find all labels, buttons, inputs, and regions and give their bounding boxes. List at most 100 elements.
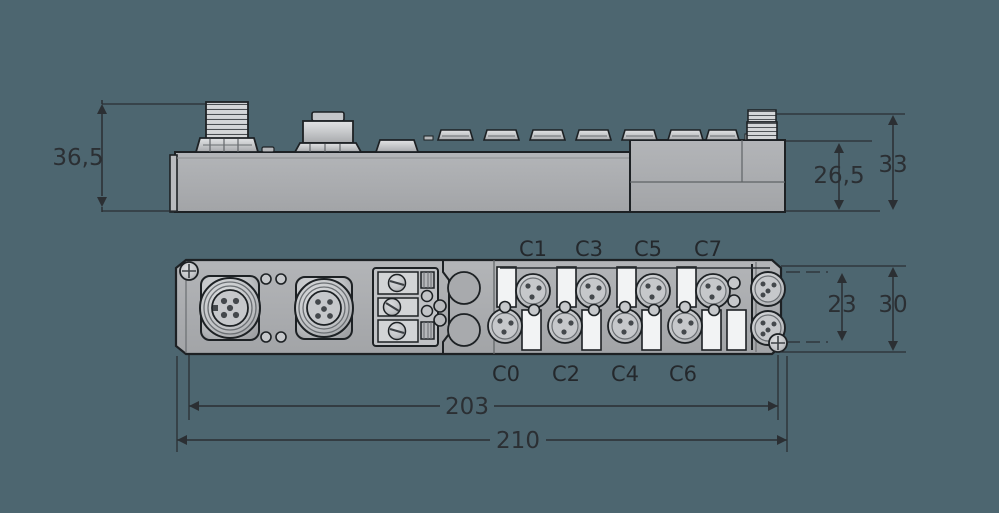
terminal-screw-slot-2	[385, 302, 400, 312]
dim-label-33: 33	[878, 152, 907, 178]
status-led-top	[727, 276, 741, 290]
io-led	[527, 303, 541, 317]
connector-label-c7: C7	[694, 237, 722, 261]
connector-label-c2: C2	[552, 362, 580, 386]
m8-pin	[589, 294, 595, 300]
dim-length-mounting	[188, 355, 779, 420]
m8-pin	[508, 320, 514, 326]
dim-height-overall-right	[776, 113, 905, 210]
side-body-right	[629, 139, 786, 213]
m8-pin	[677, 318, 683, 324]
side-m12-connector	[194, 101, 260, 153]
io-led	[707, 303, 721, 317]
m8-pin	[585, 283, 591, 289]
m8-pin	[681, 329, 687, 335]
m12-power-pin	[220, 311, 228, 319]
m12-bus-socket	[321, 306, 327, 312]
m8-pin	[656, 285, 662, 291]
side-m8-row	[436, 129, 741, 141]
side-right-connector	[746, 109, 778, 141]
m8-socket-c5	[635, 273, 671, 309]
connector-labels-top: C1 C3 C5 C7	[519, 237, 722, 261]
m8-pin	[628, 320, 634, 326]
m12-power-pin	[220, 297, 228, 305]
m12-power-key	[213, 305, 218, 311]
label-plate-c0	[521, 309, 542, 351]
m12-bus-socket	[315, 313, 321, 319]
screw-slot-left	[182, 264, 196, 278]
m8-pin	[536, 285, 542, 291]
m8-inner-ring	[611, 312, 639, 340]
io-led	[678, 300, 692, 314]
m12-connector-power	[199, 275, 261, 341]
m12-power-ring-2	[203, 281, 257, 335]
flat-connector-body	[374, 139, 420, 153]
m12-end-pin	[771, 321, 777, 327]
m8-pin	[561, 329, 567, 335]
m8-socket-c6	[667, 308, 703, 344]
gland-hex-facets	[309, 144, 341, 152]
side-m8-profile	[436, 129, 475, 141]
dim-33-arrow-bottom	[888, 200, 898, 210]
side-m8-profile	[528, 129, 567, 141]
mounting-screw-right	[768, 333, 788, 353]
module-separator	[442, 260, 450, 354]
m12-end-pin	[760, 331, 766, 337]
dim-210-arrow-left	[177, 435, 187, 445]
m8-socket-c3	[575, 273, 611, 309]
m8-inner-ring	[639, 277, 667, 305]
led-indicator	[260, 331, 272, 343]
m8-socket-c7	[695, 273, 731, 309]
mounting-screw-left	[179, 261, 199, 281]
connector-label-c3: C3	[575, 237, 603, 261]
right-connector-cap	[747, 109, 777, 123]
m12-power-pin	[232, 311, 240, 319]
dim-label-30: 30	[878, 292, 907, 318]
m12-bus-socket	[327, 299, 333, 305]
dim-265-arrow-top	[834, 143, 844, 153]
dim-front-inner-height	[786, 271, 847, 343]
side-m8-profile	[666, 129, 705, 141]
dim-front-outer-height	[781, 265, 906, 353]
m8-pin	[716, 285, 722, 291]
side-nub-left	[261, 146, 275, 153]
m8-inner-ring	[699, 277, 727, 305]
connector-label-c4: C4	[611, 362, 639, 386]
dim-203-arrow-right	[768, 401, 778, 411]
m8-pin	[497, 318, 503, 324]
io-connector-field	[487, 266, 747, 351]
dim-365-arrow-bottom	[97, 197, 107, 207]
m8-pin	[557, 318, 563, 324]
m8-pin	[525, 283, 531, 289]
m8-inner-ring	[491, 312, 519, 340]
connector-label-c0: C0	[492, 362, 520, 386]
dim-210-arrow-right	[777, 435, 787, 445]
small-hole-top	[433, 299, 447, 313]
led-indicator	[260, 273, 272, 285]
dim-203-arrow-left	[189, 401, 199, 411]
side-flat-connector	[374, 139, 420, 153]
gland-hex-nut	[293, 142, 363, 153]
terminal-hole-a	[420, 289, 434, 303]
label-plate-c2	[581, 309, 602, 351]
side-m8-profile	[704, 129, 741, 141]
io-led	[498, 300, 512, 314]
terminal-block	[372, 267, 439, 347]
m12-end-pin	[765, 327, 771, 333]
right-connector-thread	[746, 121, 778, 141]
m8-pin	[529, 294, 535, 300]
m8-pin	[709, 294, 715, 300]
terminal-screw-slot-1	[389, 279, 405, 287]
dim-height-body-right	[786, 140, 880, 212]
m12-thread-body	[205, 101, 249, 141]
m8-pin	[705, 283, 711, 289]
m8-socket-c2	[547, 308, 583, 344]
m12-bus-socket	[315, 299, 321, 305]
io-led	[558, 300, 572, 314]
dim-height-total	[97, 100, 205, 212]
vent-circles	[433, 271, 481, 347]
m8-inner-ring	[519, 277, 547, 305]
m8-pin	[645, 283, 651, 289]
side-gland-connector	[293, 111, 363, 153]
side-left-endcap	[169, 154, 178, 213]
